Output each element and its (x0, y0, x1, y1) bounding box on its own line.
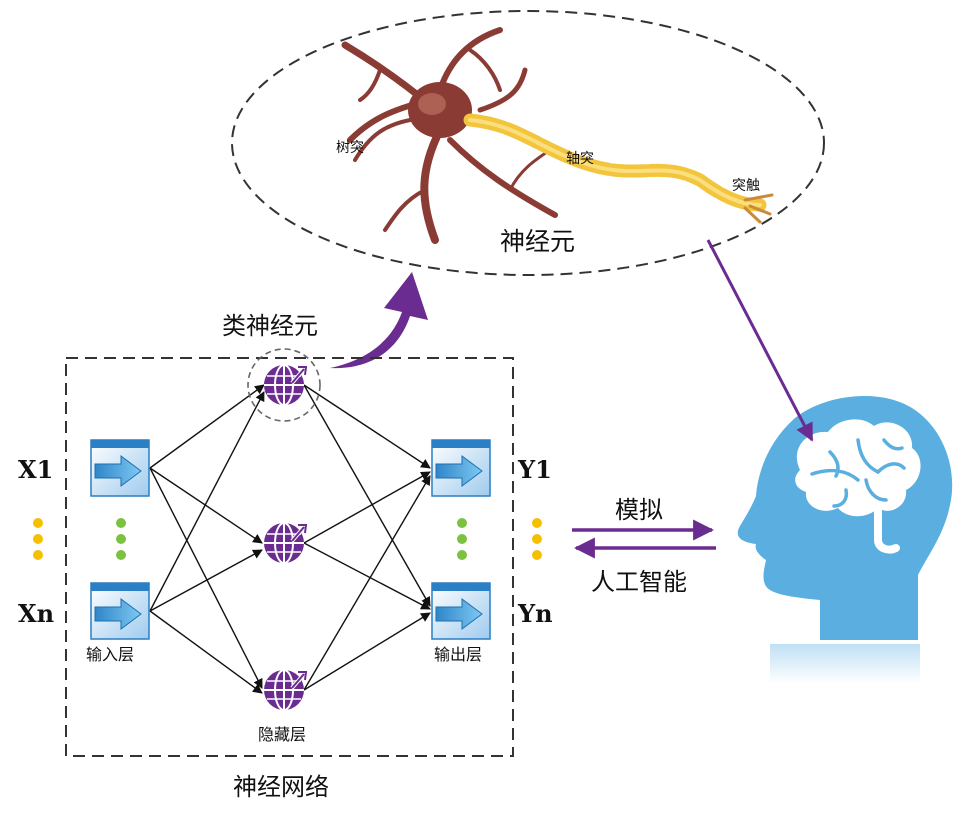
human-head-icon (737, 395, 953, 684)
dendrite-label: 树突 (336, 140, 364, 156)
network-boundary (65, 357, 514, 757)
output-node-1-icon (431, 439, 491, 497)
simulate-label: 模拟 (615, 496, 663, 524)
output-layer-label: 输出层 (434, 645, 482, 664)
hidden-neuron-1-icon (262, 363, 308, 407)
ai-label: 人工智能 (591, 568, 687, 596)
input-ellipsis-dots (33, 518, 43, 560)
hidden-neuron-2-icon (262, 521, 308, 565)
connections (149, 384, 431, 694)
output-ellipsis-dots (532, 518, 542, 560)
input-node-n-icon (90, 582, 150, 640)
output-layer-dots (457, 518, 467, 560)
synapse-label: 突触 (732, 178, 760, 194)
artificial-neuron-highlight (247, 348, 321, 422)
input-layer-label: 输入层 (86, 645, 134, 664)
neuron-to-brain-arrow (706, 239, 814, 442)
curved-arrow (330, 272, 428, 369)
network-caption: 神经网络 (233, 773, 329, 801)
hidden-layer-label: 隐藏层 (258, 725, 306, 744)
input-layer-dots (116, 518, 126, 560)
hidden-neuron-3-icon (262, 668, 308, 712)
output-node-n-icon (431, 582, 491, 640)
input-node-1-icon (90, 439, 150, 497)
artificial-neuron-label: 类神经元 (222, 312, 318, 340)
output-last-label: Yn (517, 599, 553, 628)
input-last-label: Xn (18, 599, 54, 628)
input-first-label: X1 (18, 455, 53, 484)
output-first-label: Y1 (517, 455, 552, 484)
neuron-boundary (231, 10, 825, 276)
axon-label: 轴突 (566, 151, 594, 167)
neuron-title: 神经元 (500, 227, 575, 256)
biological-neuron-image (341, 27, 774, 244)
